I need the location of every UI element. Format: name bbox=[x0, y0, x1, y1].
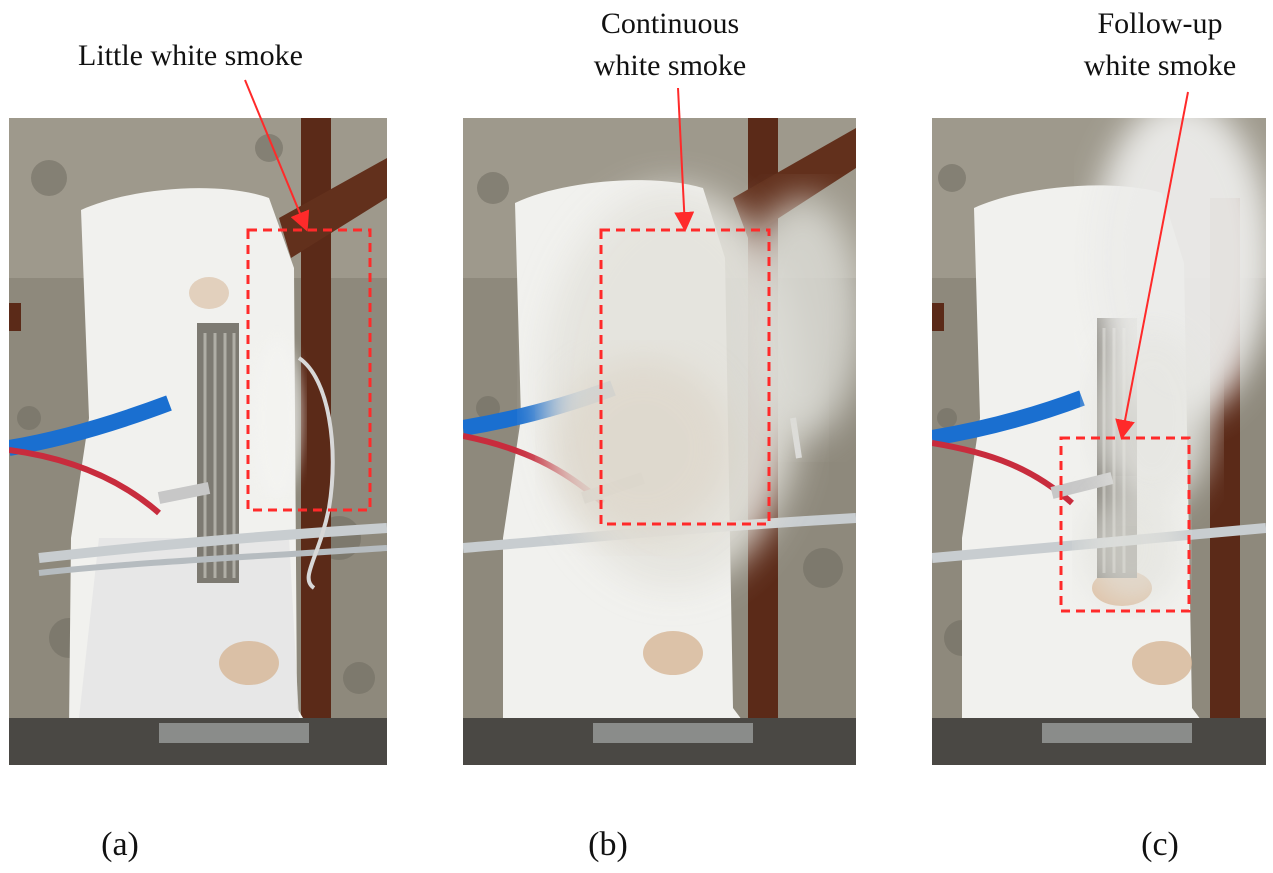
annotation-label-c: Follow-up white smoke bbox=[1050, 8, 1270, 82]
annotation-label-b: Continuous white smoke bbox=[555, 8, 785, 82]
photo-b bbox=[463, 118, 856, 765]
subfigure-label-c: (c) bbox=[1141, 826, 1179, 863]
annotation-label-a: Little white smoke bbox=[78, 39, 303, 72]
annotation-label-b-line2: white smoke bbox=[593, 49, 747, 82]
photo-c bbox=[932, 118, 1266, 765]
photo-a bbox=[9, 118, 387, 765]
annotation-label-c-line2: white smoke bbox=[1083, 49, 1237, 82]
subfigure-label-a: (a) bbox=[101, 826, 139, 863]
subfigure-label-b: (b) bbox=[588, 826, 628, 863]
annotation-label-c-line1: Follow-up bbox=[1097, 7, 1223, 40]
annotation-label-b-line1: Continuous bbox=[600, 7, 740, 40]
